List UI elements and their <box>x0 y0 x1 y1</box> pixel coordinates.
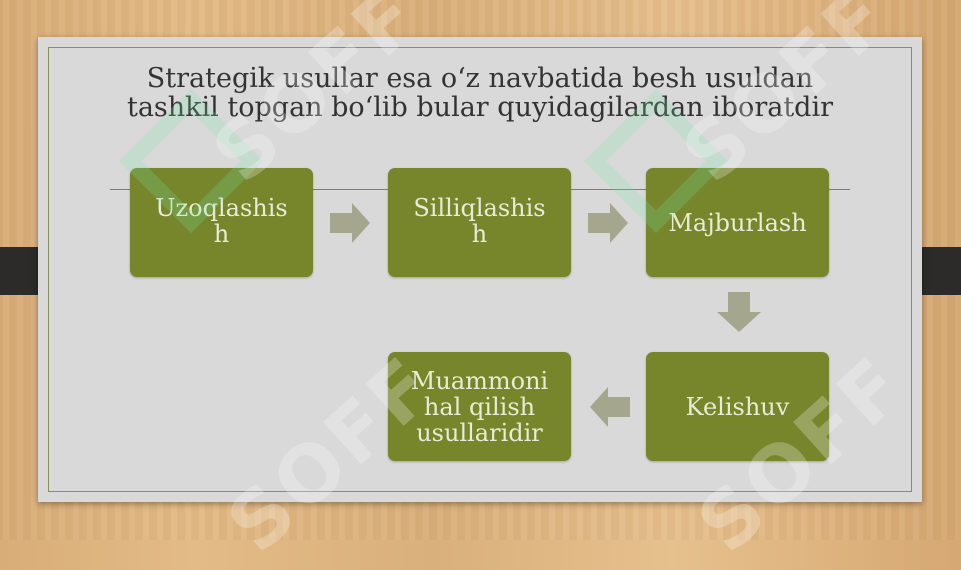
step-label: Uzoqlashis h <box>155 194 288 248</box>
step-label: Majburlash <box>668 208 807 237</box>
step-box-majburlash: Majburlash <box>646 168 829 277</box>
step-box-kelishuv: Kelishuv <box>646 352 829 461</box>
arrow-right-icon <box>330 203 370 243</box>
step-label: Muammoni hal qilish usullaridir <box>410 366 549 447</box>
arrow-right-icon <box>588 203 628 243</box>
step-box-uzoqlashish: Uzoqlashis h <box>130 168 313 277</box>
step-label: Kelishuv <box>685 392 790 421</box>
step-box-silliqlashish: Silliqlashis h <box>388 168 571 277</box>
slide-title: Strategik usullar esa o‘z navbatida besh… <box>126 63 833 123</box>
arrow-down-icon <box>717 292 761 332</box>
step-box-muammoni-hal-qilish: Muammoni hal qilish usullaridir <box>388 352 571 461</box>
slide-frame <box>48 47 912 492</box>
step-label: Silliqlashis h <box>413 194 546 248</box>
arrow-left-icon <box>590 387 630 427</box>
